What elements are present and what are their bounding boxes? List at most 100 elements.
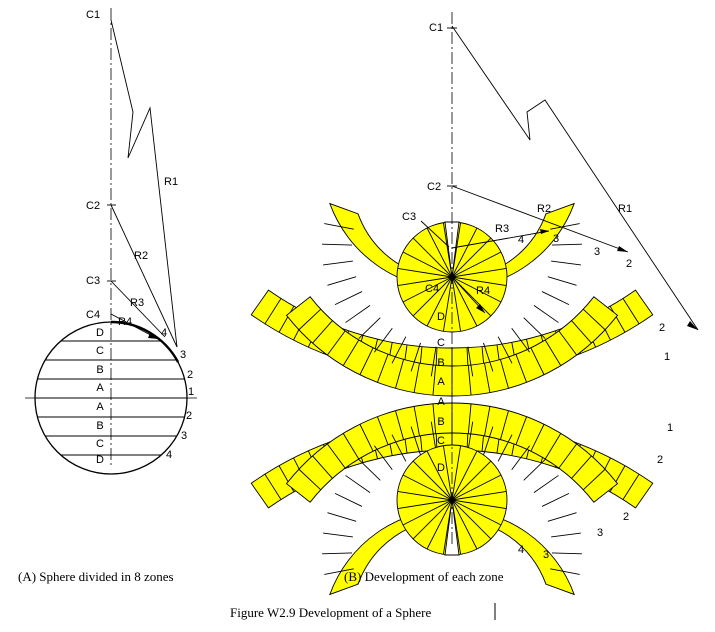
band-c-upper-division-14: [483, 342, 494, 372]
band-c-lower-division-4: [327, 512, 357, 522]
b-radius-line-r2: [451, 185, 629, 253]
b-point-label-2-upper-inner: 2: [626, 258, 632, 270]
b-point-label-1-upper-inner: 1: [664, 351, 670, 363]
disc-d-upper-radial-13: [402, 276, 453, 303]
r4-arrowhead: [148, 333, 158, 339]
band-c-upper-division-18: [533, 304, 559, 323]
disc-d-lower-radial-18: [426, 450, 453, 501]
band-c-lower-division-19: [541, 492, 570, 507]
band-a-upper-division-1: [264, 298, 282, 325]
disc-d-lower-radial-15: [397, 490, 453, 501]
band-c-lower-division-7: [358, 459, 381, 481]
band-a-upper-division-25: [622, 298, 640, 325]
band-b-upper-division-4: [342, 339, 360, 366]
center-label-c3: C3: [86, 275, 100, 287]
band-c-lower-division-6: [345, 475, 371, 494]
b-point-label-3-upper-inner: 3: [553, 233, 559, 245]
disc-d-lower-radial-11: [426, 499, 453, 550]
b-point-label-3-lower-outer: 3: [597, 527, 603, 539]
b-zone-label-a-top: A: [437, 376, 445, 388]
center-label-c2: C2: [86, 200, 100, 212]
disc-d-lower-radial-4: [451, 490, 507, 501]
b-point-label-1-lower: 1: [667, 422, 673, 434]
band-c-lower-division-21: [551, 532, 581, 538]
band-c-upper-division-22: [551, 243, 582, 246]
band-b-upper-division-2: [312, 320, 333, 344]
band-c-lower-division-15: [497, 434, 513, 462]
point-label-3-lower: 3: [181, 430, 187, 442]
zone-label-c-bottom: C: [96, 438, 104, 450]
band-c-lower-division-2: [322, 552, 353, 555]
band-c-upper-division-19: [541, 291, 570, 306]
disc-d-upper-radial-16: [402, 251, 453, 278]
band-b-upper-division-9: [432, 365, 437, 396]
band-c-upper-division-7: [358, 317, 381, 339]
disc-d-lower-radial-16: [402, 474, 453, 501]
band-c-upper-division-11: [430, 346, 437, 377]
disc-d-upper-radial-17: [412, 237, 453, 278]
disc-d-lower-radial-13: [402, 499, 453, 526]
band-c-upper-division-4: [327, 276, 357, 286]
band-c-upper-division-2: [322, 243, 353, 246]
band-c-lower-division-9: [391, 434, 407, 462]
disc-d-upper-radial-15: [397, 267, 453, 278]
band-b-upper-division-1: [298, 308, 322, 331]
band-b-lower-division-2: [312, 455, 333, 479]
band-c-lower-division-10: [410, 426, 421, 456]
point-label-3-upper: 3: [180, 349, 186, 361]
band-c-upper-division-1: [324, 223, 354, 230]
band-c-lower-division-8: [374, 445, 393, 471]
disc-d-upper-radial-14: [397, 276, 453, 287]
radius-label-r1: R1: [164, 176, 178, 188]
band-b-lower-division-4: [342, 433, 360, 460]
point-label-4-upper: 4: [161, 327, 167, 339]
band-c-lower-division-13: [467, 421, 474, 452]
radius-label-r4: R4: [118, 316, 132, 328]
disc-d-lower-radial-19: [442, 445, 453, 501]
band-b-upper-division-3: [327, 330, 346, 356]
zone-label-c-top: C: [96, 345, 104, 357]
band-b-lower: [285, 402, 619, 503]
b-zone-label-d-bottom: D: [437, 462, 445, 474]
band-c-lower-division-11: [430, 421, 437, 452]
point-label-4-lower: 4: [166, 449, 172, 461]
band-a-upper-division-24: [609, 305, 626, 333]
disc-d-upper-radial-18: [426, 227, 453, 278]
radius-line-r2: [110, 204, 178, 348]
disc-d-upper-radial-8: [451, 276, 478, 327]
band-c-upper-division-20: [547, 276, 577, 286]
b-radius-label-r1: R1: [618, 203, 632, 215]
band-b-upper: [285, 296, 619, 397]
disc-d-upper-radial-4: [451, 267, 507, 278]
b-center-label-c3: C3: [402, 211, 416, 223]
b-radius-label-r3: R3: [495, 223, 509, 235]
band-b-upper-division-12: [484, 362, 491, 393]
band-b-upper-division-19: [582, 308, 606, 331]
band-c-upper-division-15: [497, 336, 513, 364]
caption-b: (B) Development of each zone: [344, 569, 504, 584]
disc-d-upper-radial-9: [451, 276, 462, 332]
b-radius-label-r4: R4: [476, 285, 490, 297]
b-point-label-3-lower: 3: [543, 549, 549, 561]
band-b-lower-division-6: [377, 416, 389, 445]
disc-d-upper-radial-12: [412, 276, 453, 317]
b-zone-label-b-top: B: [437, 357, 444, 369]
upper-right-arc-highlight: [110, 320, 180, 363]
point-label-2-lower: 2: [186, 410, 192, 422]
band-c-upper-division-13: [467, 346, 474, 377]
band-b-lower-division-11: [467, 403, 472, 434]
band-b-lower-division-9: [432, 403, 437, 434]
b-center-label-c2: C2: [427, 181, 441, 193]
disc-d-lower-radial-7: [451, 499, 492, 540]
band-b-upper-division-14: [515, 354, 527, 383]
disc-d-lower-radial-12: [412, 499, 453, 540]
b-zone-label-b-bottom: B: [437, 416, 444, 428]
band-b-upper-division-13: [499, 359, 509, 389]
band-b-lower-division-17: [558, 443, 577, 469]
b-zone-label-c-bottom: C: [437, 435, 445, 447]
caption-a: (A) Sphere divided in 8 zones: [18, 569, 174, 584]
band-a-lower-division-1: [264, 473, 282, 500]
band-c-upper-division-17: [523, 317, 546, 339]
band-b-upper-division-7: [395, 359, 405, 389]
band-b-lower-division-19: [582, 468, 606, 491]
